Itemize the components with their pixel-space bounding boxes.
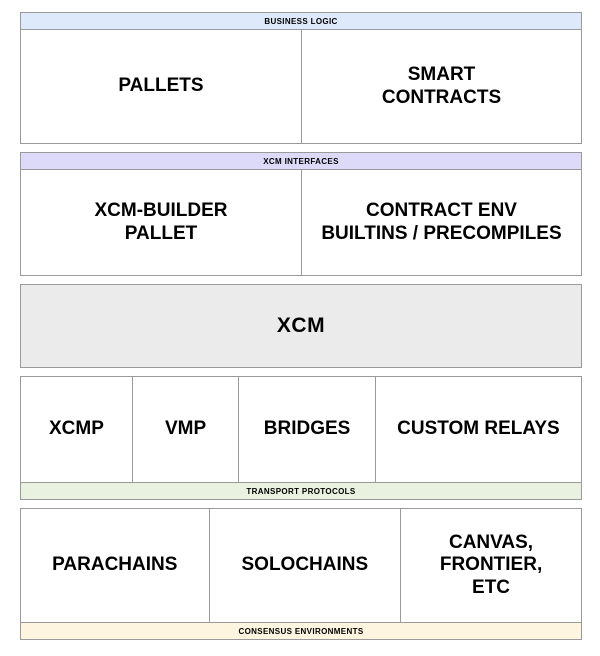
cell-parachains: PARACHAINS bbox=[52, 554, 178, 576]
cell-xcm: XCM bbox=[276, 314, 326, 337]
cell-vmp: VMP bbox=[131, 377, 238, 482]
layer-xcm: XCM bbox=[20, 284, 582, 368]
cell-bridges: BRIDGES bbox=[238, 377, 375, 482]
layer-consensus-environments: PARACHAINS SOLOCHAINS CANVAS,FRONTIER,ET… bbox=[20, 508, 582, 640]
layer-transport-protocols: XCMP VMP BRIDGES CUSTOM RELAYS TRANSPORT… bbox=[20, 376, 582, 500]
cell-row-consensus-environments: PARACHAINS SOLOCHAINS CANVAS,FRONTIER,ET… bbox=[21, 509, 581, 622]
band-label-xcm-interfaces: XCM INTERFACES bbox=[21, 153, 581, 170]
cell-custom-relays: CUSTOM RELAYS bbox=[374, 377, 581, 482]
cell-row-transport-protocols: XCMP VMP BRIDGES CUSTOM RELAYS bbox=[21, 377, 581, 482]
cell-pallets: PALLETS bbox=[118, 75, 204, 97]
cell-xcmp: XCMP bbox=[48, 418, 104, 440]
band-label-transport-protocols: TRANSPORT PROTOCOLS bbox=[21, 482, 581, 499]
cell-solochains: SOLOCHAINS bbox=[208, 509, 401, 622]
band-label-consensus-environments: CONSENSUS ENVIRONMENTS bbox=[21, 622, 581, 639]
band-label-business-logic: BUSINESS LOGIC bbox=[21, 13, 581, 30]
cell-canvas-frontier-etc: CANVAS,FRONTIER,ETC bbox=[400, 509, 581, 622]
